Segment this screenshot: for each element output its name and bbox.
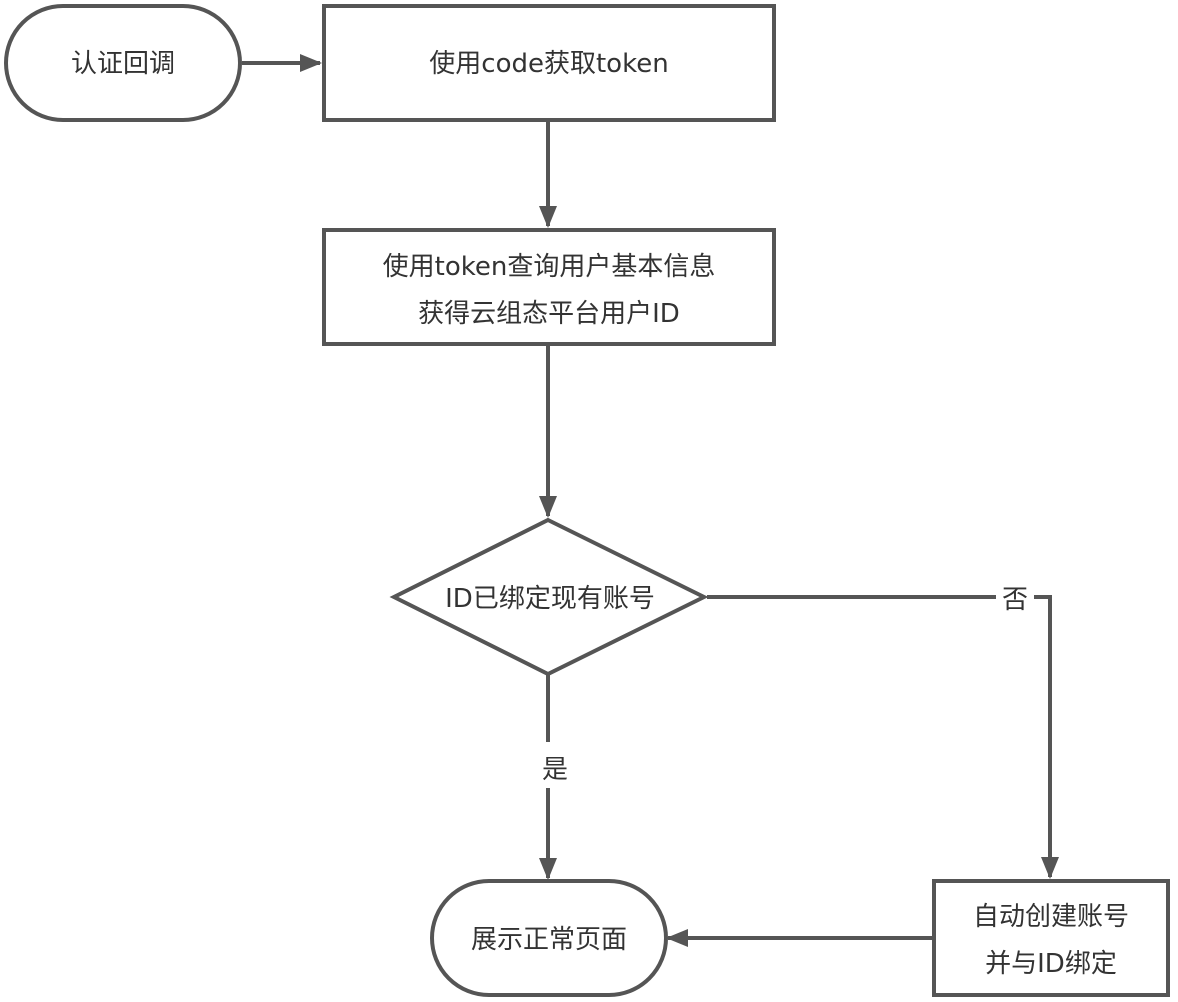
node-show-page-label: 展示正常页面	[471, 925, 627, 955]
node-auth-callback-label: 认证回调	[71, 49, 175, 79]
node-id-bound[interactable]: ID已绑定现有账号	[389, 517, 709, 677]
node-get-token[interactable]: 使用code获取token	[322, 4, 776, 122]
edge-label-no: 否	[996, 580, 1034, 620]
node-auto-create[interactable]: 自动创建账号 并与ID绑定	[932, 879, 1170, 997]
edge-label-no-text: 否	[1002, 585, 1028, 615]
node-auth-callback[interactable]: 认证回调	[4, 4, 242, 122]
edges	[242, 54, 1059, 947]
edge-label-yes: 是	[532, 742, 568, 788]
node-query-user-label-line2: 获得云组态平台用户ID	[418, 299, 680, 329]
edge-id-bound-no	[707, 595, 1059, 879]
node-query-user-label-line1: 使用token查询用户基本信息	[383, 252, 716, 282]
node-auto-create-label-line1: 自动创建账号	[973, 902, 1129, 932]
node-query-user[interactable]: 使用token查询用户基本信息 获得云组态平台用户ID	[322, 228, 776, 346]
node-id-bound-label: ID已绑定现有账号	[445, 584, 655, 614]
edge-label-yes-text: 是	[542, 755, 568, 785]
node-auto-create-label-line2: 并与ID绑定	[985, 949, 1117, 979]
node-get-token-label: 使用code获取token	[429, 49, 668, 79]
node-show-page[interactable]: 展示正常页面	[430, 879, 668, 997]
